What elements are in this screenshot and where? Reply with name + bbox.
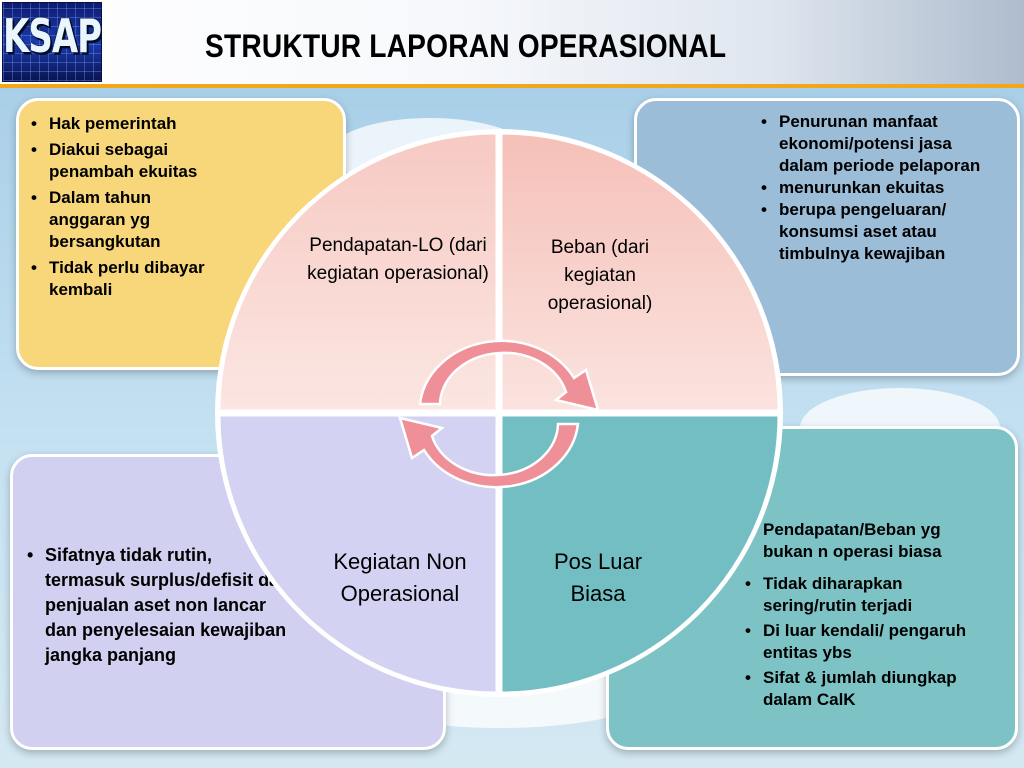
list-item: Sifat & jumlah diungkap dalam CalK [743, 667, 993, 711]
list-item: Sifatnya tidak rutin, termasuk surplus/d… [25, 543, 295, 668]
header-accent-line [0, 84, 1024, 88]
list-item: menurunkan ekuitas [759, 177, 995, 199]
box-bottom-right-intro: Pendapatan/Beban yg bukan n operasi bias… [763, 520, 942, 561]
logo-text: KSAP [3, 10, 102, 64]
list-item: Diakui sebagai penambah ekuitas [29, 139, 225, 183]
list-item: berupa pengeluaran/ konsumsi aset atau t… [759, 199, 995, 265]
ksap-logo: KSAP [2, 2, 102, 82]
quadrant-top-right [499, 131, 781, 413]
slide-title: STRUKTUR LAPORAN OPERASIONAL [205, 28, 727, 64]
quadrant-label-pos-luar-biasa: Pos Luar Biasa [553, 549, 643, 606]
list-item: Tidak perlu dibayar kembali [29, 257, 225, 301]
box-top-left-list: Hak pemerintah Diakui sebagai penambah e… [29, 113, 225, 301]
list-item: Di luar kendali/ pengaruh entitas ybs [743, 620, 993, 664]
logo-grid [3, 3, 101, 81]
box-top-right-list: Penurunan manfaat ekonomi/potensi jasa d… [759, 111, 995, 265]
circular-arrows-icon [398, 339, 600, 489]
box-bottom-left-list: Sifatnya tidak rutin, termasuk surplus/d… [25, 543, 295, 668]
list-item: Hak pemerintah [29, 113, 225, 135]
list-item: Tidak diharapkan sering/rutin terjadi [743, 573, 993, 617]
list-item: Dalam tahun anggaran yg bersangkutan [29, 187, 225, 253]
quadrant-bottom-left [217, 413, 499, 695]
quadrant-label-beban: Beban (dari kegiatan operasional) [547, 237, 653, 314]
box-bottom-right-list: Tidak diharapkan sering/rutin terjadi Di… [743, 573, 993, 711]
quadrant-label-non-operasional: Kegiatan Non Operasional [333, 549, 467, 606]
quadrant-bottom-right [499, 413, 781, 695]
list-item: Penurunan manfaat ekonomi/potensi jasa d… [759, 111, 995, 177]
header-bar [0, 0, 1024, 84]
quadrant-label-pendapatan: Pendapatan-LO (dari kegiatan operasional… [307, 235, 489, 284]
quadrant-top-left [217, 131, 499, 413]
